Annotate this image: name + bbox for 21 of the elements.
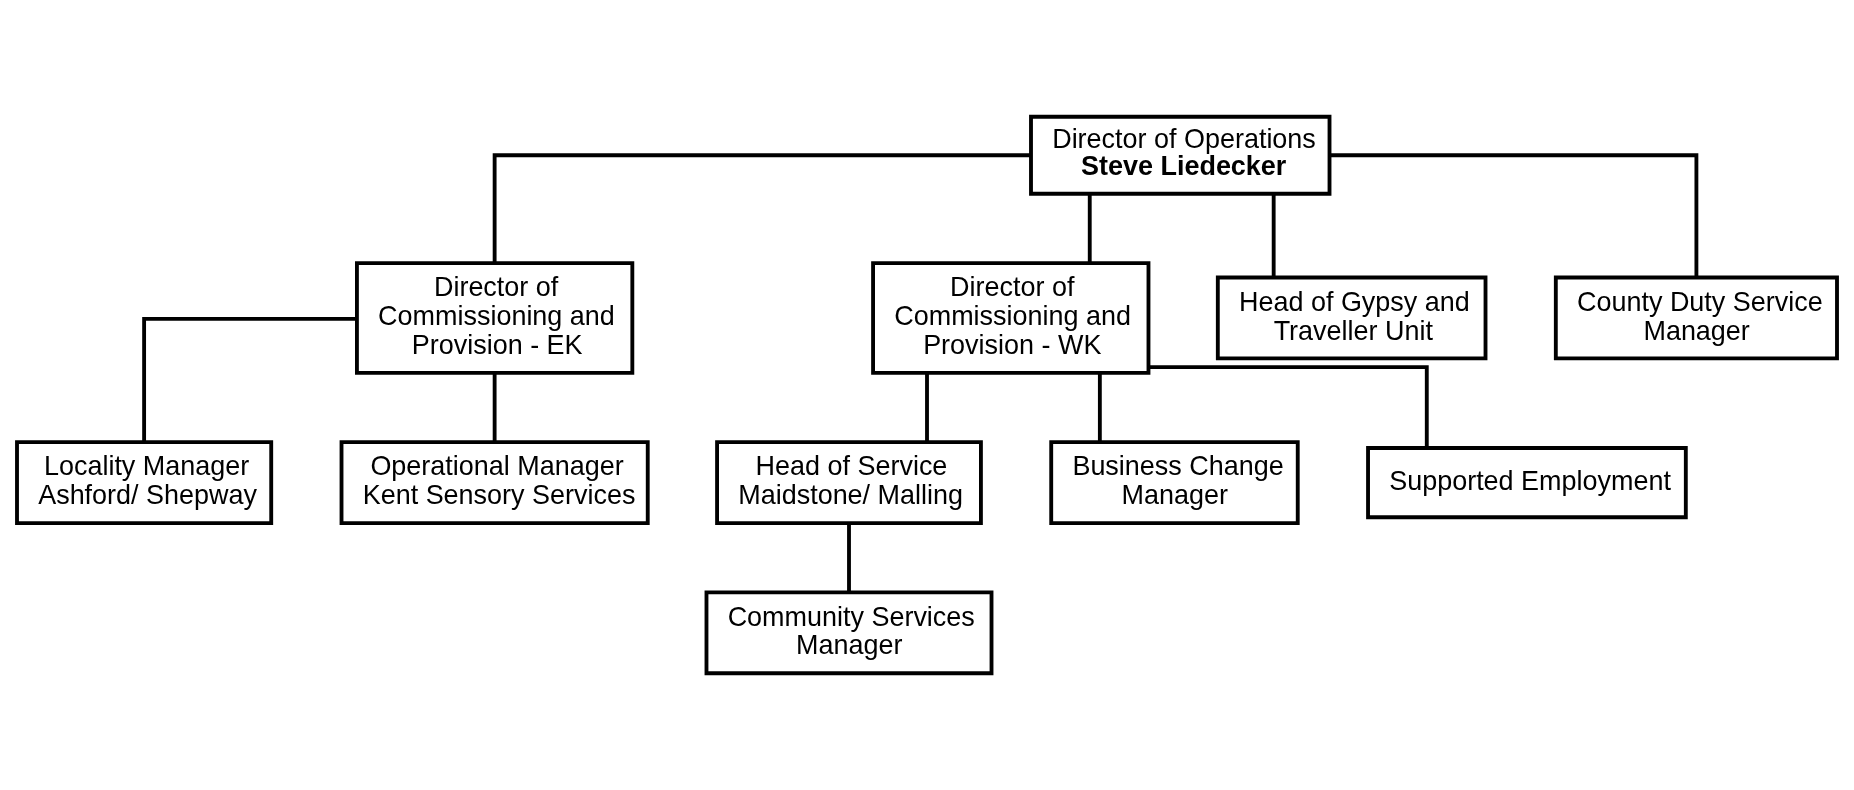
node-box: Supported Employment [1366,446,1688,520]
node-box: Community Services Manager [704,590,994,676]
node-box: Head of Gypsy and Traveller Unit [1215,275,1488,361]
connector [925,373,929,443]
connector [492,373,497,443]
node-box: Head of Service Maidstone/ Malling [715,440,983,525]
node-box: Business Change Manager [1049,440,1300,525]
connector [1271,193,1276,278]
node-box: Operational Manager Kent Sensory Services [339,440,650,525]
connector [1087,193,1092,264]
connector [1329,153,1699,277]
connector [1097,373,1102,443]
connector [142,317,357,443]
node-box: Director of Operations Steve Liedecker [1029,114,1332,196]
node-box: County Duty Service Manager [1553,275,1839,361]
node-box: Director of Commissioning and Provision - WK [871,261,1151,375]
connector [492,153,1031,263]
node-box: Director of Commissioning and Provision - EK [355,261,635,375]
connector [1148,365,1429,448]
node-box: Locality Manager Ashford/ Shepway [15,440,274,525]
connector [847,523,851,593]
